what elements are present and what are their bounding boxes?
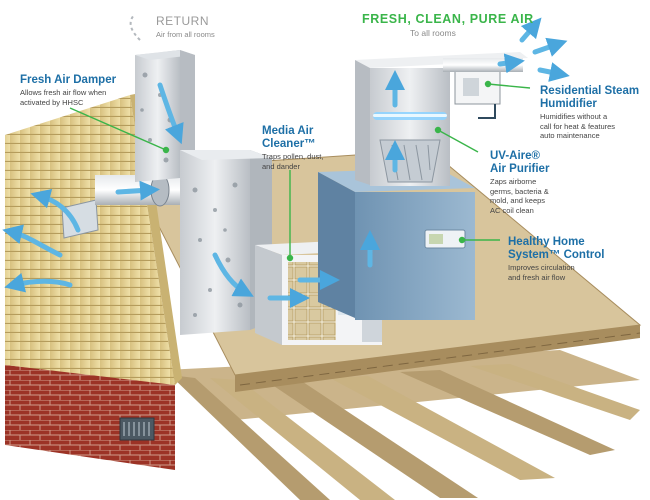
callout-leaders	[69, 80, 531, 262]
callout-description: Zaps airborne germs, bacteria & mold, an…	[490, 177, 549, 215]
header-title: FRESH, CLEAN, PURE AIR	[362, 12, 534, 26]
header-subtitle: To all rooms	[410, 28, 456, 38]
callout-description: Allows fresh air flow when activated by …	[20, 88, 107, 107]
airflow-arrows	[2, 17, 570, 308]
callout-description: Improves circulation and fresh air flow	[508, 263, 575, 282]
humidifier-unit	[454, 67, 501, 119]
callout-title: Fresh Air Damper	[20, 74, 117, 86]
callout-uv-purifier: UV-Aire® Air Purifier Zaps airborne germ…	[490, 150, 549, 215]
callout-description: Humidifies without a call for heat & fea…	[540, 112, 616, 140]
callout-title: UV-Aire® Air Purifier	[490, 150, 550, 175]
return-title: RETURN	[156, 14, 209, 28]
callout-description: Traps pollen, dust, and dander	[262, 152, 324, 171]
callout-title: Residential Steam Humidifier	[540, 85, 640, 110]
callout-fresh-air-damper: Fresh Air Damper Allows fresh air flow w…	[20, 74, 116, 107]
callout-title: Healthy Home System™ Control	[508, 236, 605, 261]
callout-title: Media Air Cleaner™	[262, 125, 316, 150]
supply-plenum	[355, 56, 450, 186]
callout-media-air-cleaner: Media Air Cleaner™ Traps pollen, dust, a…	[262, 125, 323, 171]
return-swirl	[129, 14, 141, 41]
callout-steam-humidifier: Residential Steam Humidifier Humidifies …	[540, 85, 639, 141]
return-subtitle: Air from all rooms	[156, 30, 215, 39]
callout-home-control: Healthy Home System™ Control Improves ci…	[508, 236, 605, 282]
furnace-unit	[318, 168, 475, 320]
dust-particles	[140, 72, 243, 317]
house-wall	[5, 93, 182, 470]
floor-joists	[165, 350, 640, 500]
